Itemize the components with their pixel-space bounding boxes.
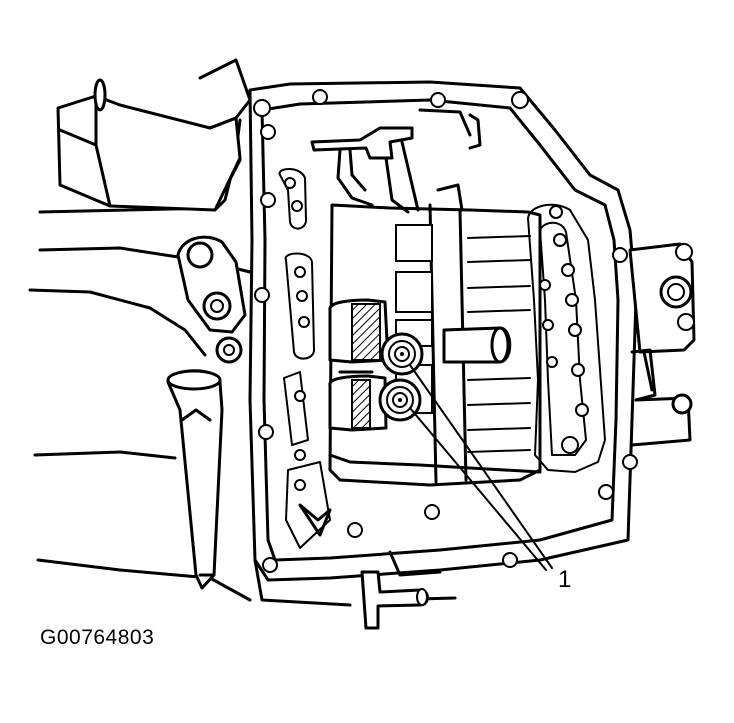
callout-1-label: 1: [558, 566, 572, 593]
manual-valve-linkage: [310, 108, 482, 214]
valve-body-flange: [248, 80, 638, 607]
transmission-housing: [28, 58, 252, 602]
solenoid-plugs: [378, 332, 424, 422]
side-bracket: [628, 242, 696, 447]
oil-passages-right: [527, 203, 606, 473]
oil-passages-left: [278, 168, 332, 549]
callout-leaders: [409, 364, 553, 571]
figure-code: G00764803: [40, 626, 155, 649]
lower-fitting: [360, 550, 442, 630]
solenoid-housing: [328, 298, 390, 432]
